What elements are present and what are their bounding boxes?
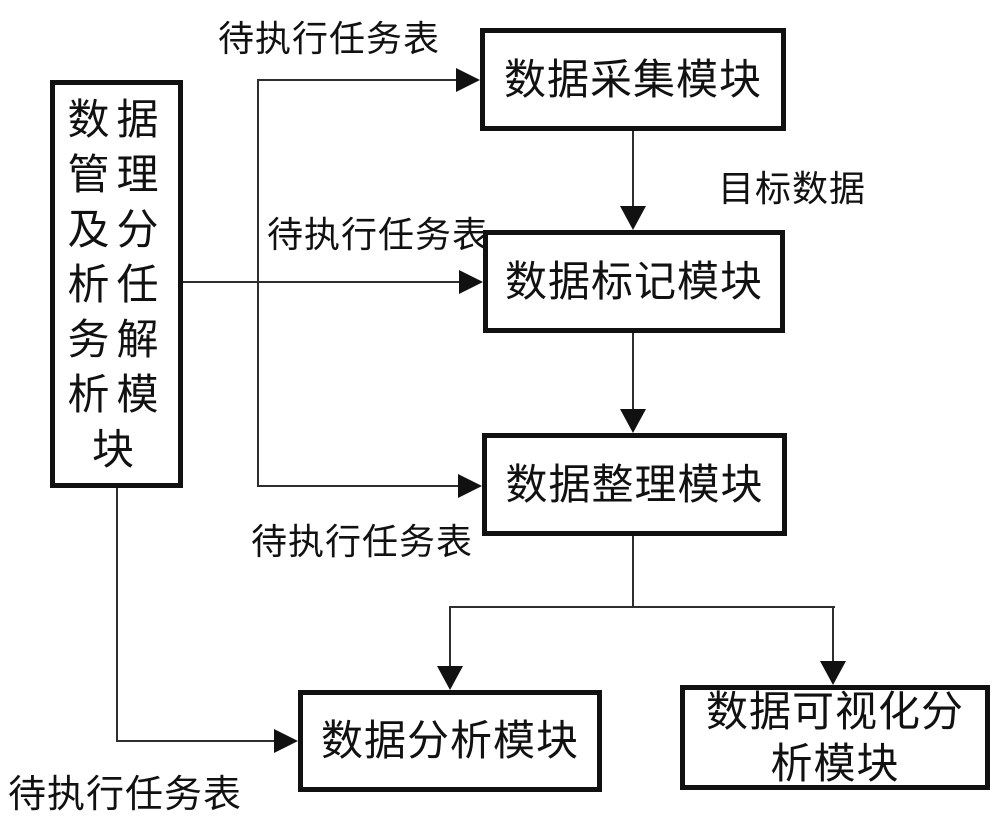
arrow-down-icon [620, 206, 646, 230]
analyze-module-box: 数据分析模块 [298, 690, 602, 792]
connector-branch-bar [449, 606, 835, 608]
parse-module-box: 数据管理及分析任务解析模块 [50, 80, 183, 488]
connector-collect-to-mark [632, 131, 634, 208]
visualize-module-label: 数据可视化分析模块 [705, 686, 964, 788]
connector-branch-to-analyze [449, 606, 451, 668]
arrow-down-icon [437, 666, 463, 690]
mark-module-label: 数据标记模块 [504, 256, 763, 306]
connector-to-organize [257, 485, 460, 487]
arrow-right-icon [274, 729, 298, 753]
arrow-right-icon [459, 270, 483, 294]
connector-branch-to-visualize [832, 606, 834, 663]
edge-label-task-lower: 待执行任务表 [251, 522, 474, 563]
edge-label-task-middle: 待执行任务表 [267, 215, 490, 256]
connector-trunk-vertical [257, 79, 259, 487]
connector-parse-down [116, 488, 118, 742]
edge-label-task-top: 待执行任务表 [218, 19, 441, 60]
visualize-module-box: 数据可视化分析模块 [680, 685, 990, 790]
edge-label-target-data: 目标数据 [718, 169, 867, 210]
connector-to-analyze [116, 740, 276, 742]
parse-module-label: 数据管理及分析任务解析模块 [67, 94, 166, 474]
organize-module-label: 数据整理模块 [505, 459, 764, 509]
organize-module-box: 数据整理模块 [482, 433, 787, 536]
arrow-down-icon [820, 661, 846, 685]
collect-module-label: 数据采集模块 [503, 54, 762, 104]
arrow-right-icon [456, 68, 480, 92]
collect-module-box: 数据采集模块 [480, 28, 786, 131]
connector-organize-down [632, 536, 634, 607]
connector-to-collect [257, 79, 458, 81]
connector-mark-to-organize [632, 333, 634, 411]
arrow-down-icon [620, 409, 646, 433]
edge-label-task-bottom: 待执行任务表 [8, 772, 243, 816]
analyze-module-label: 数据分析模块 [320, 716, 579, 765]
arrow-right-icon [458, 474, 482, 498]
connector-to-mark [183, 281, 460, 283]
mark-module-box: 数据标记模块 [483, 230, 785, 333]
